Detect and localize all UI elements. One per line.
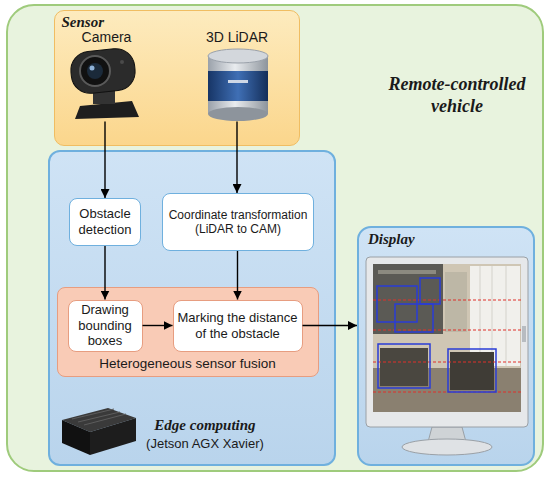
group-title: Sensor (62, 13, 182, 31)
sensor-label: 3D LiDAR (190, 29, 285, 46)
group-title: Edge computing (125, 416, 285, 434)
camera-sensor: Camera (62, 28, 152, 122)
fusion-group: Heterogeneous sensor fusion Drawing bound… (57, 287, 319, 377)
group-title: Remote-controlled vehicle (374, 74, 540, 117)
sensor-label: Camera (62, 29, 152, 46)
group-subtitle: (Jetson AGX Xavier) (125, 436, 285, 452)
display-group: Display (357, 226, 535, 466)
process-box: Coordinate transformation (LiDAR to CAM) (162, 193, 314, 251)
process-box: Drawing bounding boxes (68, 300, 143, 352)
lidar-sensor: 3D LiDAR (190, 28, 285, 122)
process-box: Obstacle detection (69, 198, 141, 246)
box-label: Coordinate transformation (LiDAR to CAM) (166, 208, 310, 237)
box-label: Marking the distance of the obstacle (177, 310, 299, 341)
group-title: Display (368, 230, 488, 248)
group-title: Heterogeneous sensor fusion (57, 356, 319, 372)
box-label: Obstacle detection (73, 206, 137, 237)
sensor-group: SensorCamera 3D LiDAR (54, 10, 300, 146)
box-label: Drawing bounding boxes (72, 302, 139, 349)
vehicle-boundary: Remote-controlled vehicle SensorCamera 3D … (6, 4, 544, 472)
edge-computing-group: Edge computing (Jetson AGX Xavier) Obstacl… (48, 150, 336, 466)
process-box: Marking the distance of the obstacle (173, 300, 303, 352)
